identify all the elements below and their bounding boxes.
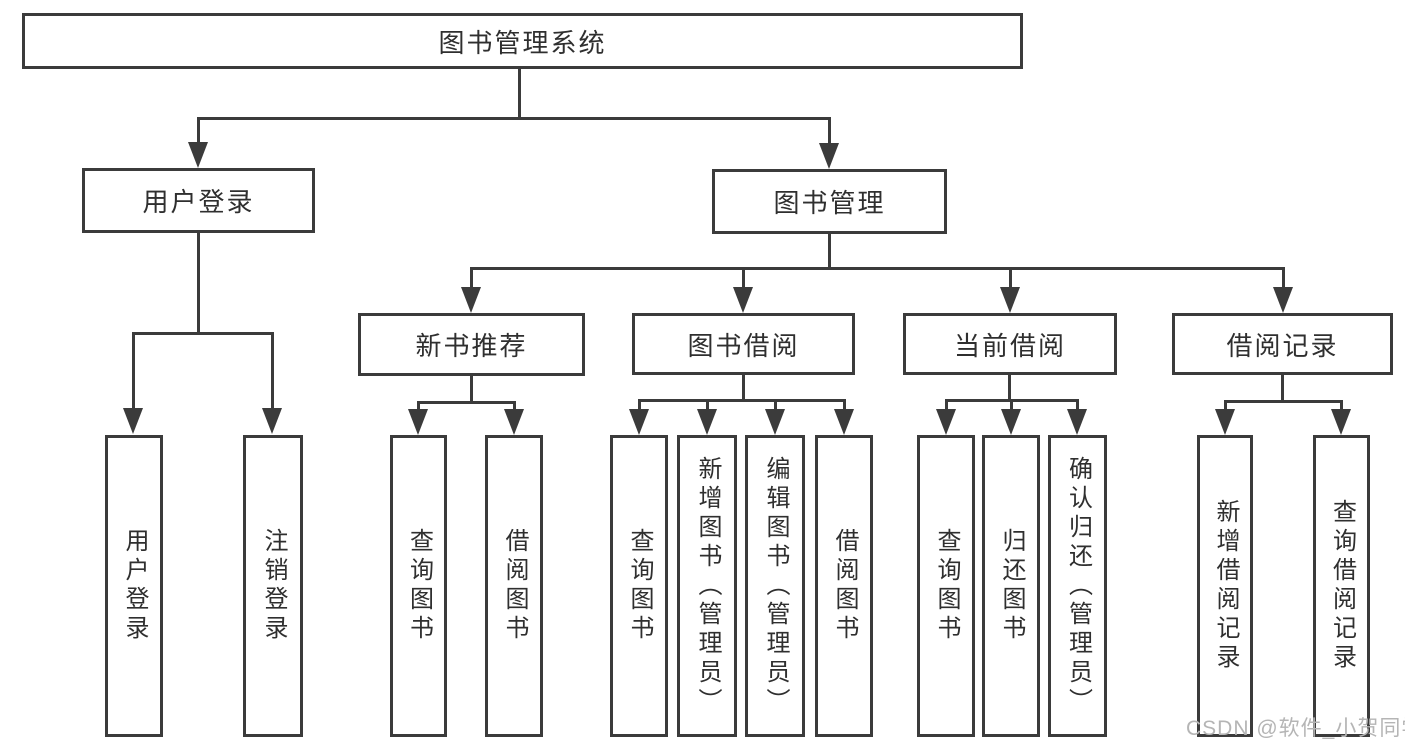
edge-user-login-stem — [197, 232, 200, 335]
edge-leaf-stem — [1224, 400, 1227, 412]
leaf-query-books-2: 查询图书 — [610, 435, 668, 737]
arrowhead-to-book-mgmt — [819, 143, 839, 169]
node-book-mgmt: 图书管理 — [712, 169, 947, 234]
edge-leaf-stem — [1340, 400, 1343, 412]
leaf-logout-label: 注销登录 — [260, 528, 287, 644]
edge-to-user-login-stem — [197, 117, 200, 145]
edge-book-mgmt-stem — [828, 234, 831, 270]
leaf-query-borrow-record-label: 查询借阅记录 — [1328, 499, 1356, 673]
arrowhead-to-leaf-logout — [262, 408, 282, 434]
leaf-confirm-return-admin: 确认归还（管理员） — [1048, 435, 1107, 737]
edge-to-records-stem — [1282, 267, 1285, 290]
leaf-user-login: 用户登录 — [105, 435, 163, 737]
edge-records-bus — [1224, 400, 1343, 403]
arrowhead-leaf — [1067, 409, 1087, 435]
node-new-books-label: 新书推荐 — [415, 331, 528, 361]
edge-leaf-stem — [706, 399, 709, 412]
leaf-logout: 注销登录 — [243, 435, 303, 737]
csdn-watermark: CSDN @软件_小贺同学 — [1186, 717, 1405, 740]
edge-leaf-stem — [945, 399, 948, 412]
edge-leaf-stem — [417, 401, 420, 413]
leaf-return-books: 归还图书 — [982, 435, 1040, 737]
node-current-borrow: 当前借阅 — [903, 313, 1117, 375]
edge-current-stem — [1008, 375, 1011, 401]
leaf-add-borrow-record: 新增借阅记录 — [1197, 435, 1253, 737]
leaf-query-books-1: 查询图书 — [390, 435, 447, 737]
arrowhead-leaf — [834, 409, 854, 435]
leaf-return-books-label: 归还图书 — [998, 528, 1025, 644]
edge-root-bus — [197, 117, 831, 120]
leaf-add-books-admin-label: 新增图书（管理员） — [694, 455, 721, 717]
arrowhead-to-records — [1273, 287, 1293, 313]
edge-book-borrow-stem — [742, 375, 745, 401]
leaf-borrow-books-1: 借阅图书 — [485, 435, 543, 737]
edge-to-borrow-stem — [742, 267, 745, 290]
edge-book-mgmt-bus — [470, 267, 1284, 270]
leaf-confirm-return-admin-label: 确认归还（管理员） — [1064, 455, 1092, 717]
leaf-borrow-books-1-label: 借阅图书 — [501, 528, 528, 644]
arrowhead-to-new-books — [461, 287, 481, 313]
leaf-borrow-books-2: 借阅图书 — [815, 435, 873, 737]
node-book-borrow: 图书借阅 — [632, 313, 855, 375]
edge-leaf-stem — [843, 399, 846, 412]
edge-leaf-stem — [513, 401, 516, 413]
arrowhead-leaf — [765, 409, 785, 435]
leaf-query-books-3: 查询图书 — [917, 435, 975, 737]
leaf-edit-books-admin-label: 编辑图书（管理员） — [762, 455, 789, 717]
node-book-mgmt-label: 图书管理 — [773, 188, 886, 218]
edge-leaf-stem — [774, 399, 777, 412]
node-root-label: 图书管理系统 — [438, 27, 607, 58]
edge-leaf-stem — [638, 399, 641, 412]
leaf-edit-books-admin: 编辑图书（管理员） — [745, 435, 805, 737]
leaf-add-books-admin: 新增图书（管理员） — [677, 435, 737, 737]
leaf-query-books-2-label: 查询图书 — [626, 528, 653, 644]
node-user-login: 用户登录 — [82, 168, 315, 233]
node-current-borrow-label: 当前借阅 — [953, 330, 1066, 361]
arrowhead-leaf — [1215, 409, 1235, 435]
node-borrow-records-label: 借阅记录 — [1226, 330, 1339, 361]
edge-leaf-stem — [1010, 399, 1013, 412]
edge-new-books-bus — [417, 401, 516, 404]
node-new-books: 新书推荐 — [358, 313, 585, 376]
leaf-borrow-books-2-label: 借阅图书 — [831, 528, 858, 644]
edge-to-leaf-logout-stem — [271, 332, 274, 410]
edge-to-current-stem — [1009, 267, 1012, 290]
arrowhead-leaf — [936, 409, 956, 435]
leaf-query-books-1-label: 查询图书 — [405, 528, 433, 644]
arrowhead-to-user-login — [188, 142, 208, 168]
edge-to-leaf-login-stem — [132, 332, 135, 410]
arrowhead-leaf — [408, 409, 428, 435]
arrowhead-leaf — [504, 409, 524, 435]
arrowhead-to-borrow — [733, 287, 753, 313]
leaf-query-borrow-record: 查询借阅记录 — [1313, 435, 1370, 737]
node-user-login-label: 用户登录 — [142, 187, 255, 217]
edge-leaf-stem — [1076, 399, 1079, 412]
node-book-borrow-label: 图书借阅 — [687, 330, 800, 361]
arrowhead-leaf — [697, 409, 717, 435]
arrowhead-leaf — [1001, 409, 1021, 435]
leaf-add-borrow-record-label: 新增借阅记录 — [1212, 499, 1239, 673]
edge-user-login-bus — [132, 332, 274, 335]
node-root-system: 图书管理系统 — [22, 13, 1023, 69]
leaf-user-login-label: 用户登录 — [121, 528, 148, 644]
leaf-query-books-3-label: 查询图书 — [933, 528, 960, 644]
edge-to-new-books-stem — [470, 267, 473, 290]
arrowhead-leaf — [629, 409, 649, 435]
node-borrow-records: 借阅记录 — [1172, 313, 1393, 375]
arrowhead-leaf — [1331, 409, 1351, 435]
edge-new-books-stem — [470, 376, 473, 403]
edge-root-stem — [518, 68, 521, 120]
edge-records-stem — [1281, 375, 1284, 402]
edge-book-borrow-bus — [638, 399, 846, 402]
arrowhead-to-current — [1000, 287, 1020, 313]
arrowhead-to-leaf-login — [123, 408, 143, 434]
edge-to-book-mgmt-stem — [828, 117, 831, 145]
